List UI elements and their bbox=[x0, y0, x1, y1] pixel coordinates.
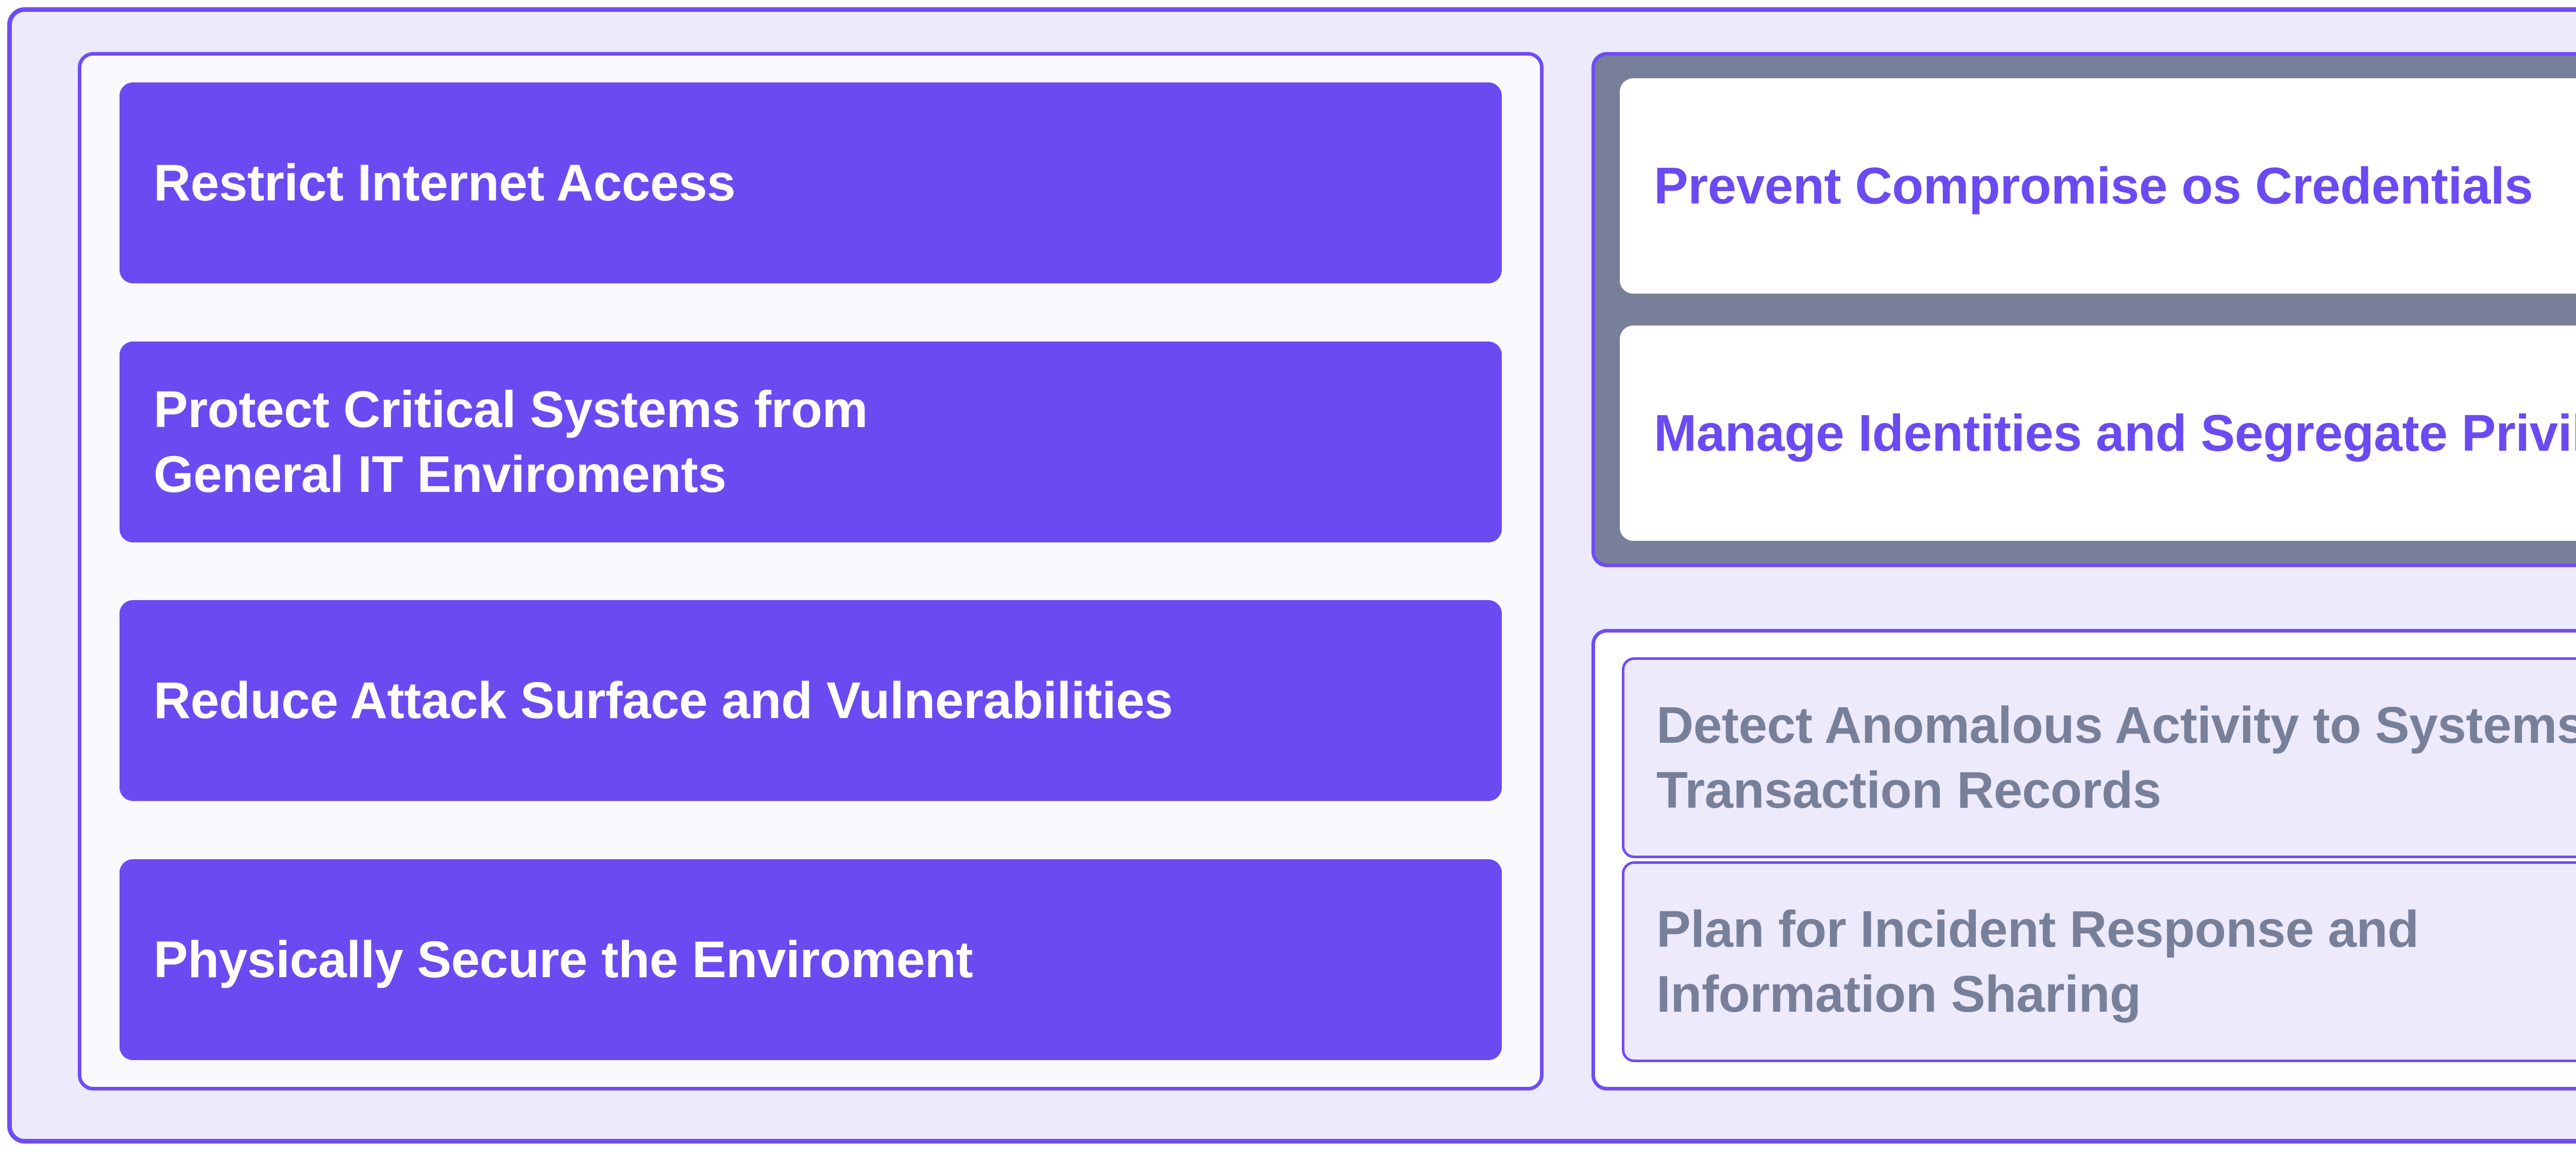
card-label: Physically Secure the Enviroment bbox=[154, 930, 973, 988]
card-prevent-compromise-of-credentials[interactable]: Prevent Compromise os Credentials bbox=[1620, 78, 2576, 294]
card-restrict-internet-access[interactable]: Restrict Internet Access bbox=[120, 82, 1502, 283]
card-label: Reduce Attack Surface and Vulnerabilitie… bbox=[154, 672, 1173, 730]
card-label: Restrict Internet Access bbox=[154, 154, 736, 212]
card-reduce-attack-surface[interactable]: Reduce Attack Surface and Vulnerabilitie… bbox=[120, 600, 1502, 802]
card-plan-incident-response[interactable]: Plan for Incident Response and Informati… bbox=[1622, 861, 2576, 1062]
left-panel-preventive-controls: Restrict Internet Access Protect Critica… bbox=[78, 52, 1544, 1090]
right-column: Prevent Compromise os Credentials Manage… bbox=[1591, 52, 2576, 1090]
card-label: Manage Identities and Segregate Privileg… bbox=[1654, 404, 2576, 462]
card-protect-critical-systems[interactable]: Protect Critical Systems from General IT… bbox=[120, 341, 1502, 542]
card-physically-secure-environment[interactable]: Physically Secure the Enviroment bbox=[120, 859, 1502, 1060]
outline-panel-detective-controls: Detect Anomalous Activity to Systems or … bbox=[1591, 629, 2576, 1090]
card-label: Prevent Compromise os Credentials bbox=[1654, 157, 2533, 215]
card-label: Plan for Incident Response and Informati… bbox=[1656, 900, 2419, 1023]
card-manage-identities-segregate-privileges[interactable]: Manage Identities and Segregate Privileg… bbox=[1620, 326, 2576, 541]
card-label: Protect Critical Systems from General IT… bbox=[154, 380, 868, 503]
card-detect-anomalous-activity[interactable]: Detect Anomalous Activity to Systems or … bbox=[1622, 657, 2576, 858]
diagram-outer-frame: Restrict Internet Access Protect Critica… bbox=[7, 7, 2576, 1144]
gray-panel-identity-controls: Prevent Compromise os Credentials Manage… bbox=[1591, 52, 2576, 567]
card-label: Detect Anomalous Activity to Systems or … bbox=[1656, 696, 2576, 819]
